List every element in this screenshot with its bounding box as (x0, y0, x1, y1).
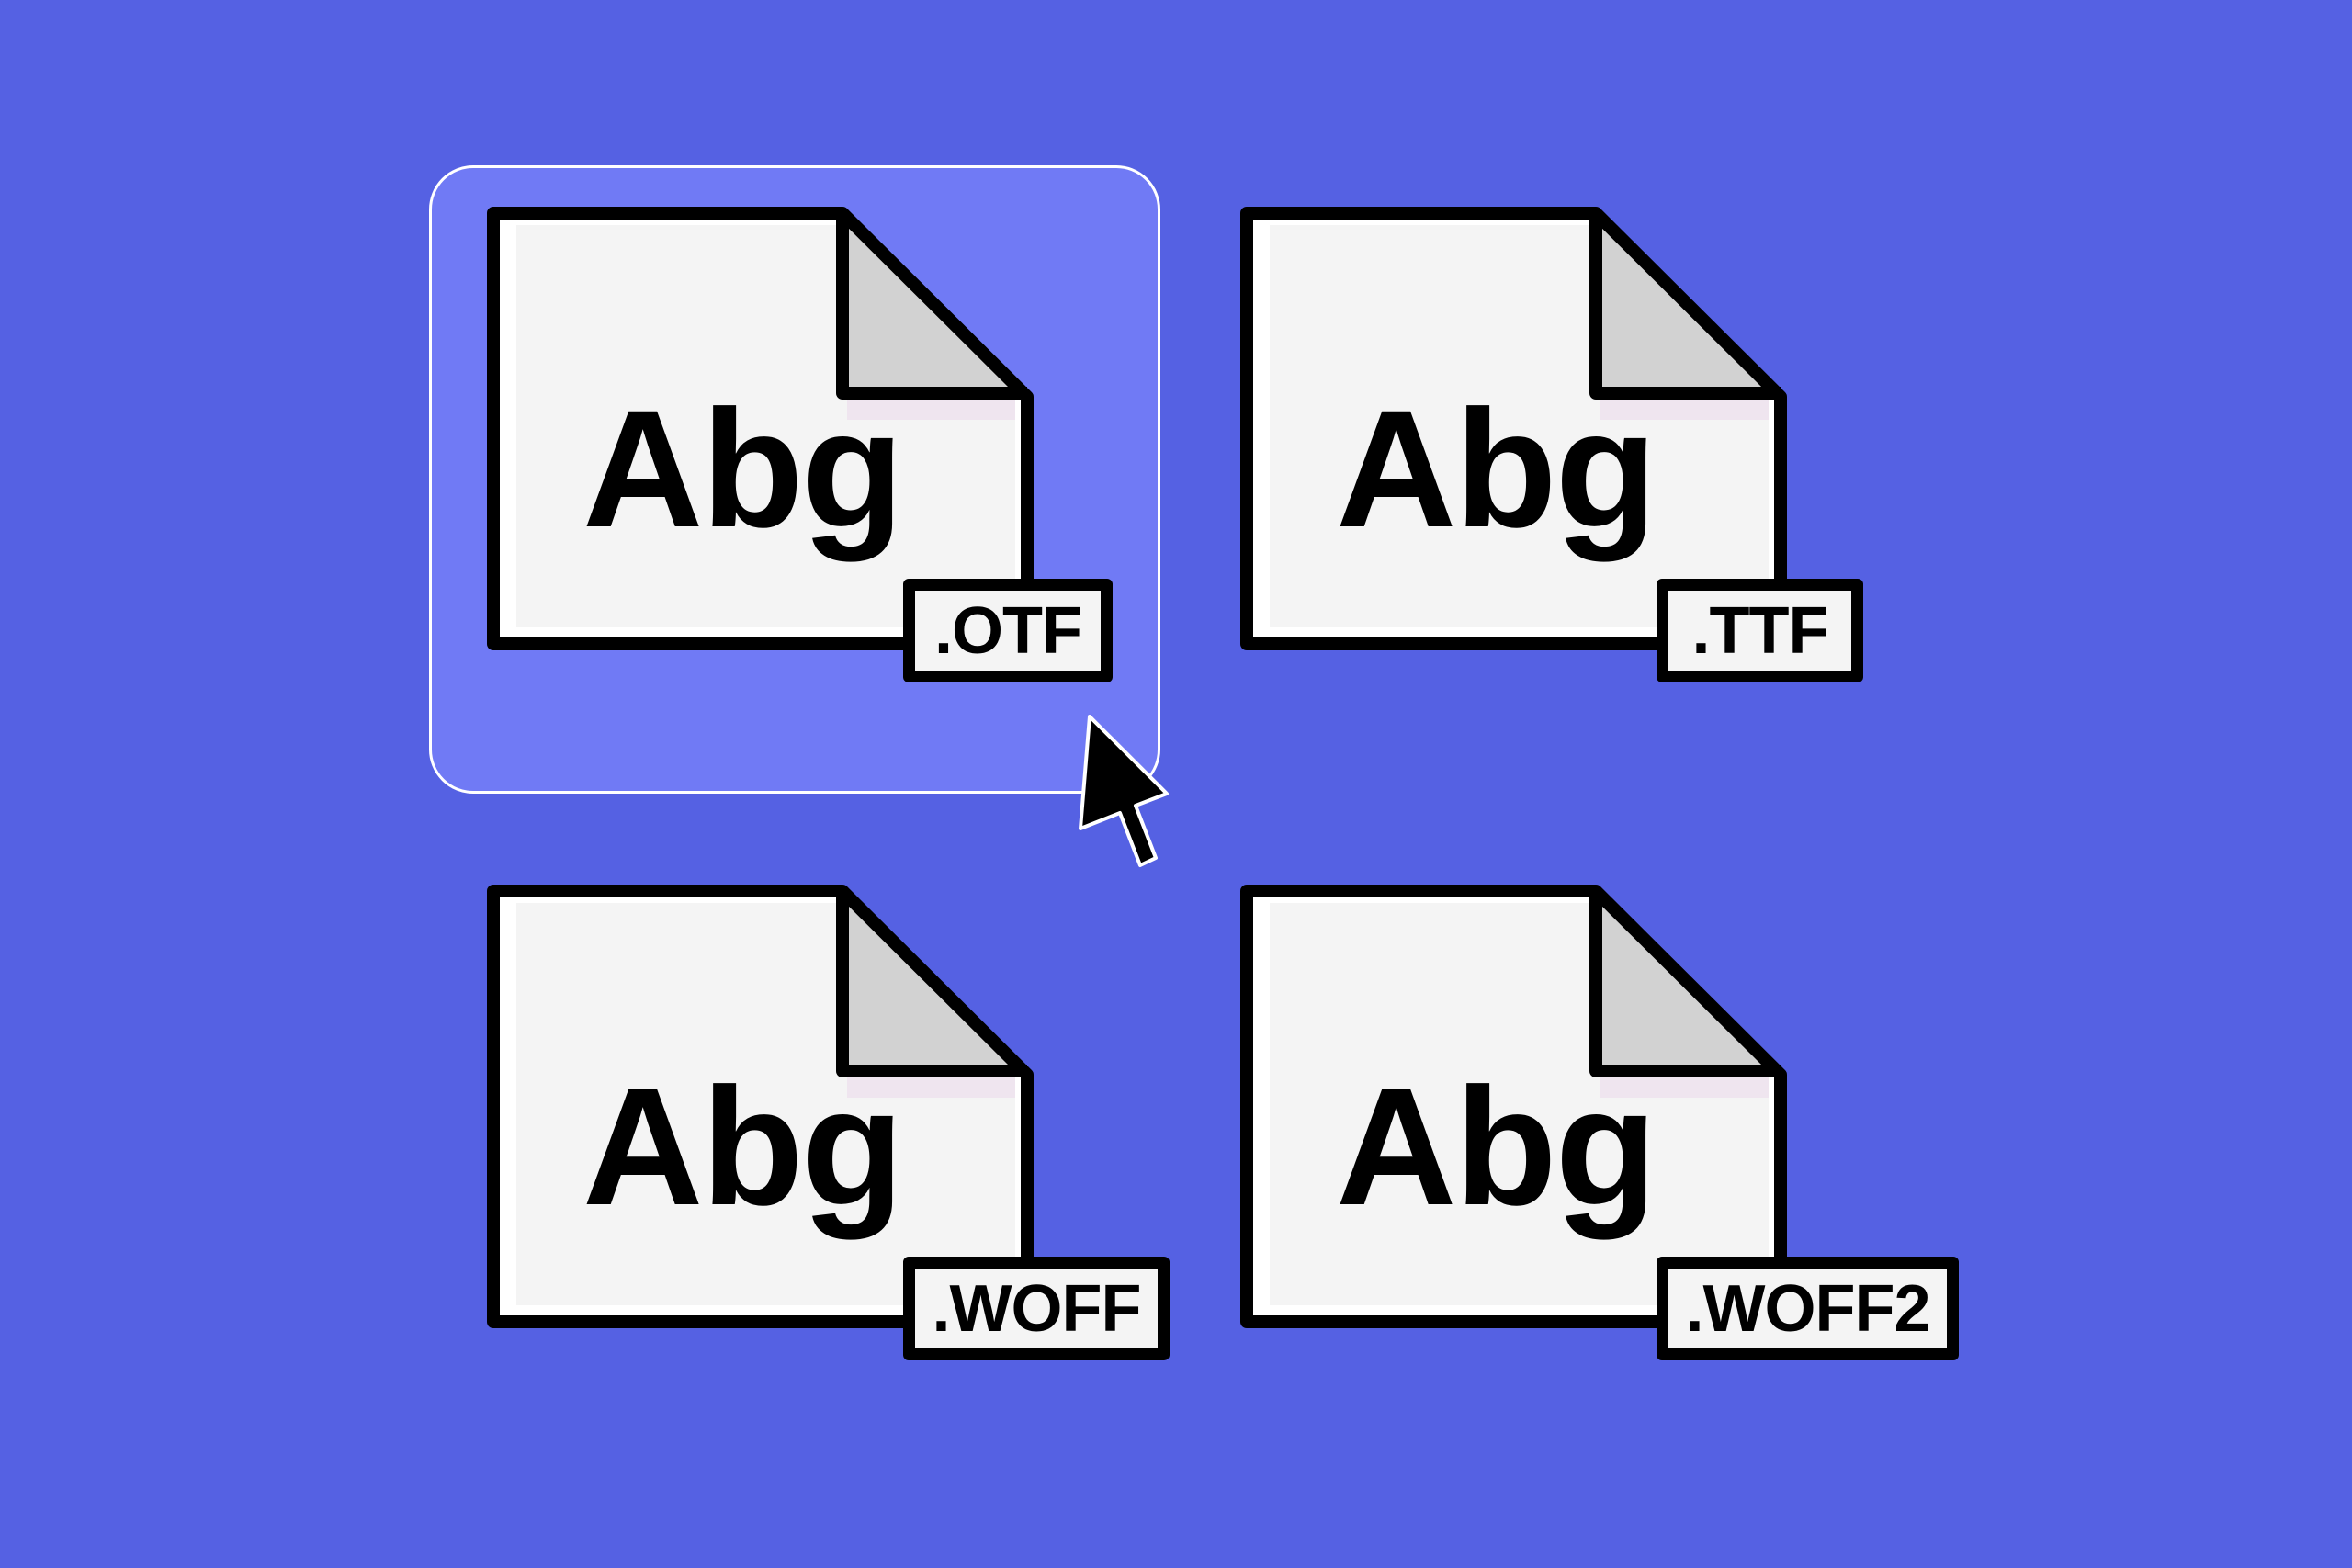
font-sample-text: Abg (1336, 1053, 1657, 1240)
font-file-icon (1240, 885, 1787, 1328)
font-sample-text: Abg (582, 1053, 904, 1240)
extension-label: .OTF (903, 579, 1113, 682)
extension-label: .WOFF2 (1657, 1257, 1959, 1360)
font-file-icon (487, 207, 1034, 650)
font-file-icon (487, 885, 1034, 1328)
font-file-ttf[interactable]: Abg .TTF (1240, 207, 1975, 703)
font-sample-text: Abg (582, 375, 904, 562)
font-file-icon (1240, 207, 1787, 650)
extension-label: .TTF (1657, 579, 1863, 682)
font-sample-text: Abg (1336, 375, 1657, 562)
font-file-otf[interactable]: Abg .OTF (487, 207, 1222, 703)
font-file-woff2[interactable]: Abg .WOFF2 (1240, 885, 1975, 1381)
font-file-woff[interactable]: Abg .WOFF (487, 885, 1222, 1381)
mouse-pointer-icon (1079, 715, 1169, 867)
extension-label: .WOFF (903, 1257, 1170, 1360)
